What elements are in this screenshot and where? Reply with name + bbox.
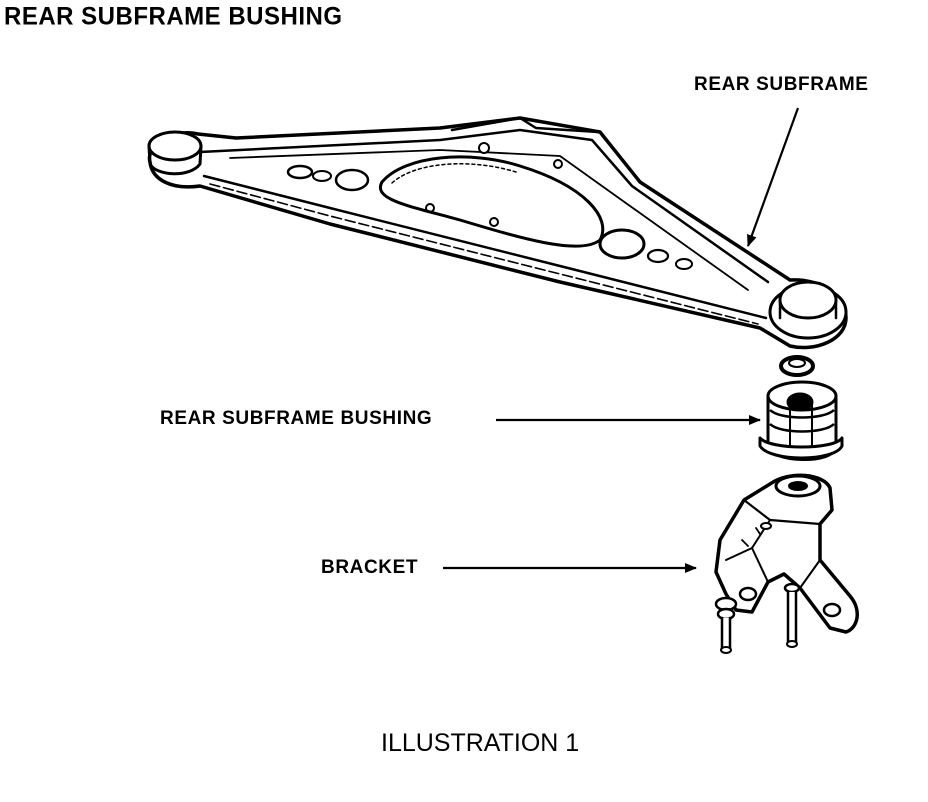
rear-subframe-drawing bbox=[147, 116, 848, 350]
bracket-label: BRACKET bbox=[321, 557, 419, 578]
bushing-drawing bbox=[758, 380, 844, 462]
page-title: REAR SUBFRAME BUSHING bbox=[4, 2, 343, 31]
washer-ring-drawing bbox=[779, 355, 815, 377]
rear-subframe-bushing-label: REAR SUBFRAME BUSHING bbox=[160, 408, 433, 429]
rear-subframe-label: REAR SUBFRAME bbox=[694, 74, 869, 95]
bracket-drawing bbox=[714, 473, 859, 634]
illustration-caption: ILLUSTRATION 1 bbox=[381, 729, 580, 757]
rear-subframe-leader-arrow bbox=[746, 107, 800, 247]
mounting-bolts-drawing bbox=[714, 582, 801, 654]
